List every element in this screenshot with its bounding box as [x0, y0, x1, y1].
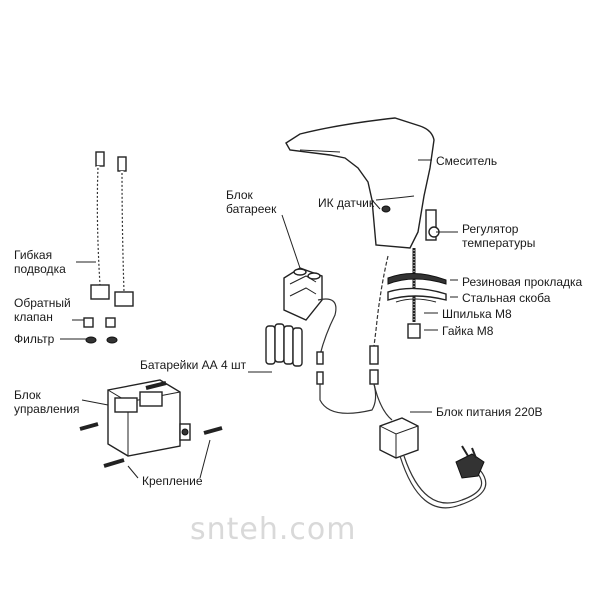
label-check-valve: Обратный клапан — [14, 296, 71, 324]
watermark: snteh.com — [190, 512, 357, 547]
temperature-regulator — [425, 209, 440, 241]
control-block — [107, 379, 191, 457]
filters — [85, 336, 118, 344]
label-control-block: Блок управления — [14, 388, 80, 416]
mounting-screws — [79, 381, 223, 468]
rubber-gasket — [387, 273, 447, 285]
label-ir-sensor: ИК датчик — [318, 196, 375, 210]
label-temp-regulator: Регулятор температуры — [462, 222, 536, 250]
label-steel-bracket: Стальная скоба — [462, 291, 551, 305]
power-plug — [455, 445, 485, 479]
mixer-body — [285, 117, 435, 249]
aa-batteries — [265, 323, 303, 367]
power-unit — [379, 417, 419, 459]
flexible-hoses — [90, 151, 134, 307]
battery-block — [283, 267, 323, 321]
label-filter: Фильтр — [14, 332, 55, 346]
label-power-unit: Блок питания 220В — [436, 405, 543, 419]
steel-bracket — [387, 287, 447, 303]
nut-m8 — [407, 323, 421, 339]
label-mounting: Крепление — [142, 474, 203, 488]
label-nut: Гайка М8 — [442, 324, 494, 338]
label-battery-block: Блок батареек — [226, 188, 277, 216]
check-valves — [83, 317, 116, 328]
label-batteries: Батарейки АА 4 шт — [140, 358, 247, 372]
label-rubber-gasket: Резиновая прокладка — [462, 275, 583, 289]
label-mixer: Смеситель — [436, 154, 498, 168]
label-hoses: Гибкая подводка — [14, 248, 66, 276]
label-stud: Шпилька М8 — [442, 307, 512, 321]
